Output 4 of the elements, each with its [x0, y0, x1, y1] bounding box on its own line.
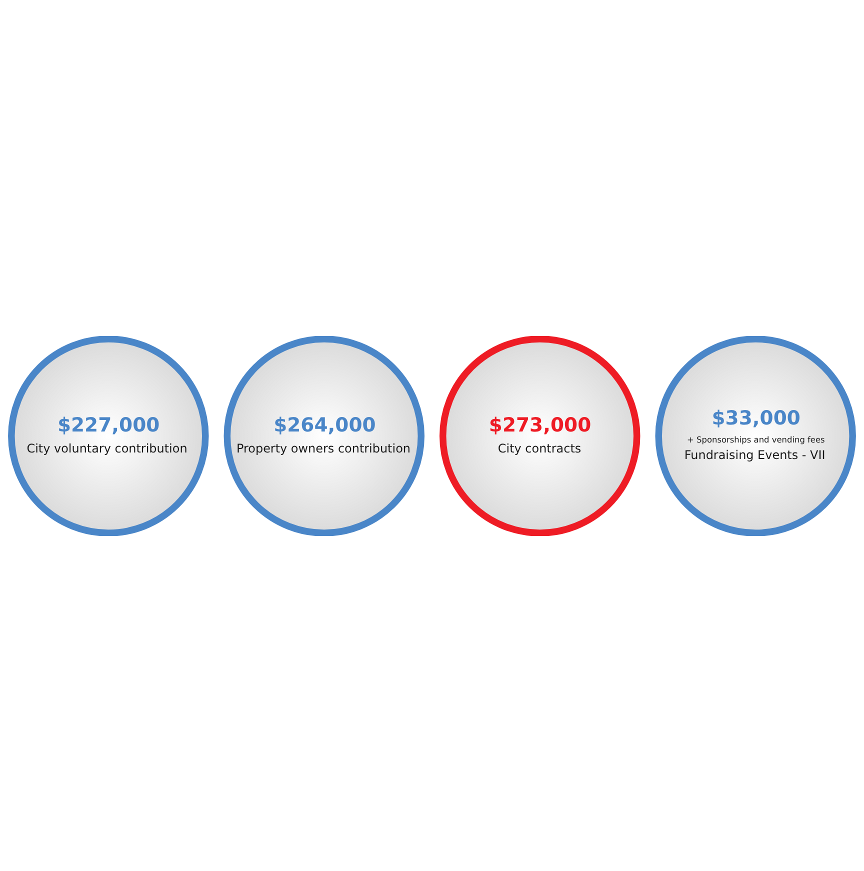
node-circle: $273,000 City contracts [440, 336, 640, 536]
node-circle: $227,000 City voluntary contribution [8, 336, 209, 536]
node-circle: $264,000 Property owners contribution [224, 336, 424, 536]
node-circle: $33,000 + Sponsorships and vending fees Fundraising Events - VII [655, 336, 856, 536]
